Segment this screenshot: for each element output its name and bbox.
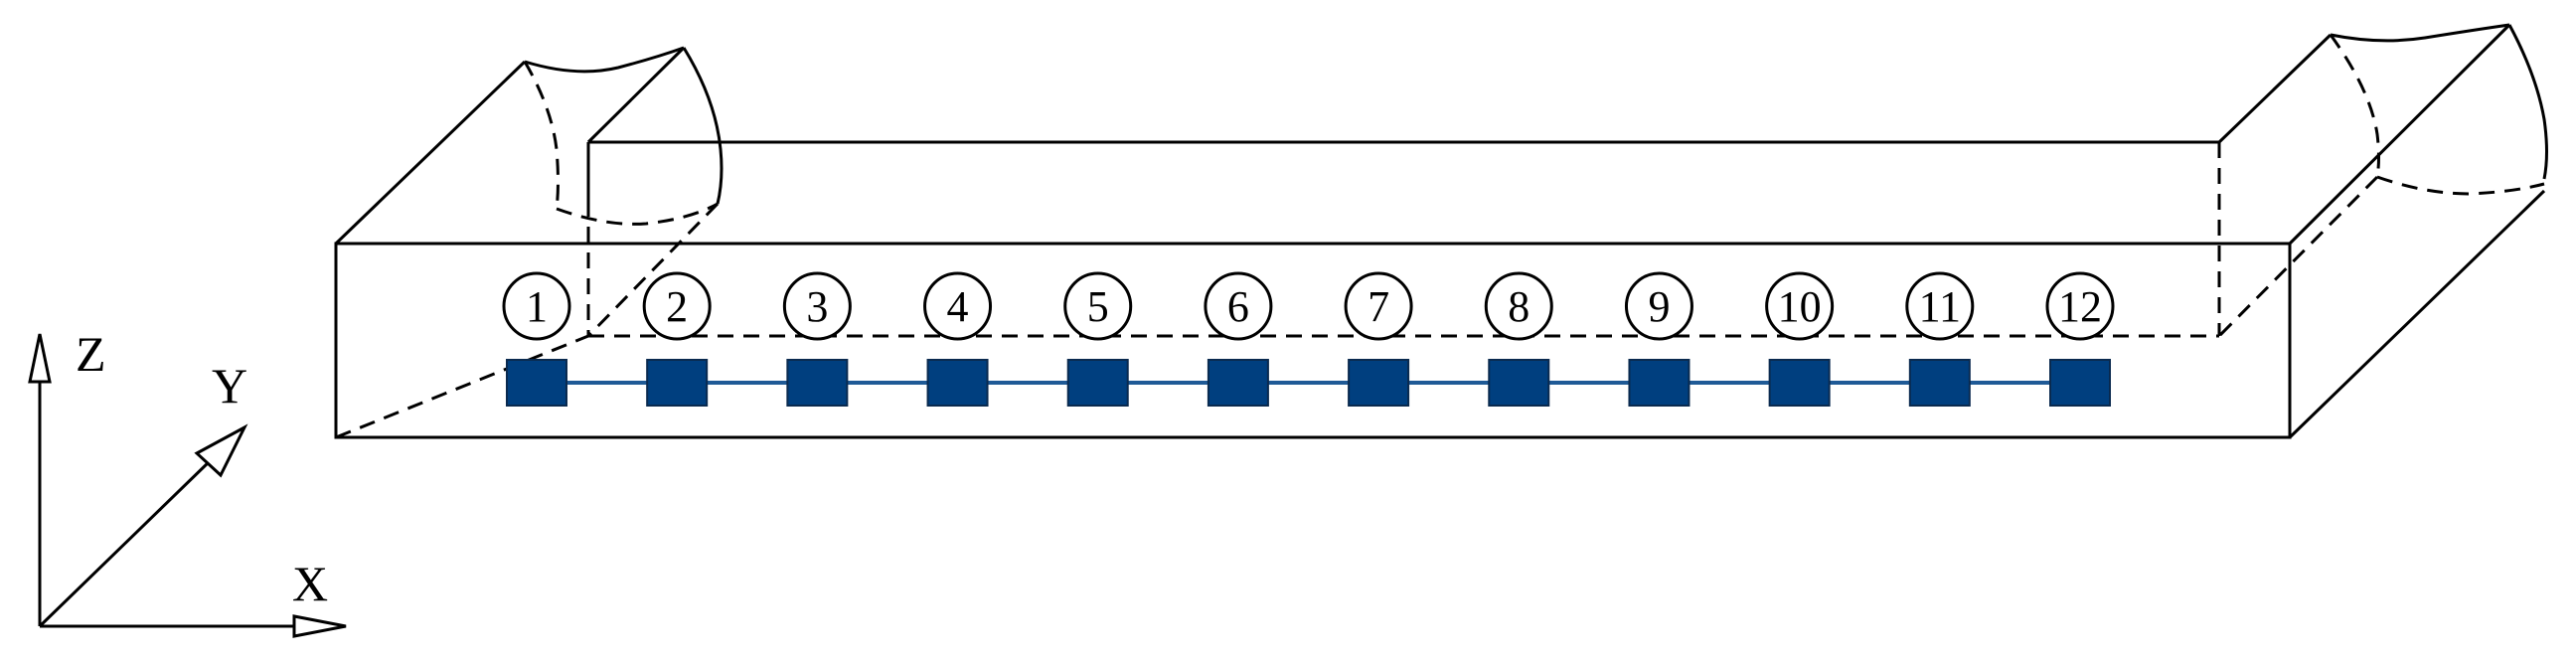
sensor-12 — [2049, 359, 2111, 407]
box-outline — [334, 23, 2546, 439]
sensor-3 — [786, 359, 849, 407]
right-tunnel — [2217, 23, 2548, 338]
sensor-2 — [646, 359, 709, 407]
sensor-label-1: 1 — [526, 282, 548, 331]
left-inner-edge — [586, 46, 686, 144]
sensor-10 — [1768, 359, 1831, 407]
sensor-11 — [1908, 359, 1971, 407]
left-tunnel-inner-dash — [586, 202, 720, 338]
sensor-5 — [1066, 359, 1129, 407]
sensor-label-9: 9 — [1648, 282, 1670, 331]
sensor-label-6: 6 — [1227, 282, 1249, 331]
y-axis-label: Y — [212, 358, 247, 414]
sensor-label-circle-10 — [1765, 271, 1835, 341]
sensor-label-circle-11 — [1905, 271, 1975, 341]
sensor-7 — [1348, 359, 1410, 407]
y-axis-arrow-icon — [194, 423, 248, 478]
sensor-label-circle-1 — [502, 271, 571, 341]
right-tunnel-bottom-arc — [2376, 175, 2545, 196]
sensor-9 — [1628, 359, 1690, 407]
y-axis-line — [38, 458, 213, 628]
x-axis-label: X — [292, 556, 328, 611]
sensor-label-circle-12 — [2045, 271, 2115, 341]
left-tunnel — [523, 46, 724, 338]
x-axis-arrow-icon — [292, 614, 347, 638]
sensor-label-circle-8 — [1484, 271, 1553, 341]
sensor-label-circle-2 — [642, 271, 712, 341]
front-face — [334, 242, 2292, 439]
right-tunnel-inner-dash — [2217, 175, 2379, 338]
sensor-label-circle-5 — [1063, 271, 1133, 341]
sensor-4 — [926, 359, 989, 407]
left-tunnel-top-arc — [524, 46, 685, 74]
sensor-8 — [1488, 359, 1550, 407]
left-tunnel-bottom-arc — [556, 202, 719, 226]
right-tunnel-left-arc — [2329, 34, 2380, 178]
sensor-label-2: 2 — [666, 282, 688, 331]
sensor-label-circle-9 — [1624, 271, 1693, 341]
coordinate-axes: Z X Y — [28, 326, 347, 638]
left-bottom-diagonal-dash — [335, 334, 589, 439]
top-right-edge — [2288, 23, 2511, 246]
sensor-label-11: 11 — [1919, 282, 1961, 331]
sensor-label-5: 5 — [1087, 282, 1109, 331]
right-tunnel-top-arc — [2330, 23, 2510, 43]
sensor-label-circle-4 — [923, 271, 993, 341]
sensor-label-circle-3 — [782, 271, 852, 341]
sensor-label-10: 10 — [1778, 282, 1822, 331]
sensor-1 — [506, 359, 567, 407]
sensor-label-4: 4 — [947, 282, 969, 331]
z-axis-arrow-icon — [28, 333, 52, 384]
sensor-label-circle-6 — [1204, 271, 1273, 341]
right-tunnel-right-arc — [2507, 24, 2548, 180]
sensor-label-12: 12 — [2058, 282, 2102, 331]
z-axis-label: Z — [76, 326, 106, 382]
sensor-label-3: 3 — [806, 282, 828, 331]
sensor-6 — [1207, 359, 1269, 407]
right-inner-edge — [2217, 33, 2333, 144]
left-tunnel-right-arc — [682, 47, 724, 205]
sensor-label-7: 7 — [1368, 282, 1389, 331]
left-tunnel-left-arc — [523, 61, 560, 210]
top-left-edge — [334, 60, 527, 246]
sensor-label-circle-7 — [1344, 271, 1413, 341]
sensor-label-8: 8 — [1508, 282, 1530, 331]
sensor-array — [506, 359, 2111, 407]
right-face-bottom — [2288, 189, 2546, 439]
